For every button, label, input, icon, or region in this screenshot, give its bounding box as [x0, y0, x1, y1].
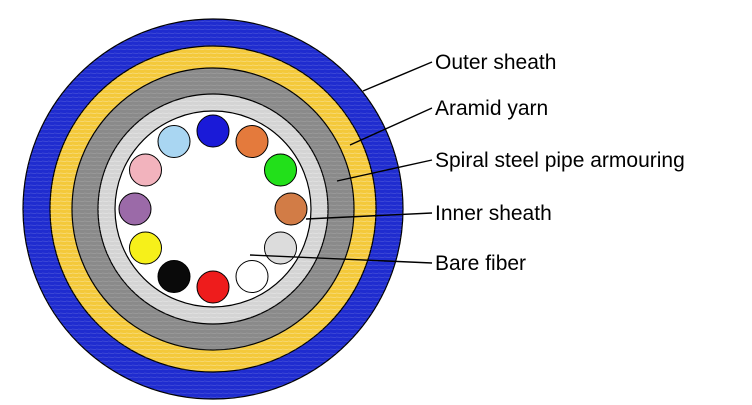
aramid-yarn-label: Aramid yarn — [435, 97, 548, 120]
blue-fiber — [196, 114, 230, 148]
rose-fiber — [129, 153, 162, 187]
aqua-fiber — [157, 125, 191, 158]
fiber-bundle — [118, 114, 308, 304]
cable-rings — [22, 18, 404, 400]
outer-sheath-leader — [362, 61, 433, 92]
leader-lines — [249, 61, 433, 264]
aramid-yarn-leader — [349, 107, 433, 146]
inner-sheath-label: Inner sheath — [435, 202, 552, 225]
orange-fiber — [235, 125, 269, 158]
red-fiber — [196, 270, 230, 304]
bare-fiber-leader — [249, 254, 433, 264]
yellow-fiber — [129, 231, 162, 265]
core-area — [114, 110, 312, 308]
armouring-leader — [336, 159, 433, 182]
green-fiber — [264, 153, 297, 187]
black-fiber — [157, 260, 191, 293]
armouring-label: Spiral steel pipe armouring — [435, 149, 685, 172]
labels: Outer sheath Aramid yarn Spiral steel pi… — [435, 51, 685, 275]
inner-sheath-leader — [305, 212, 433, 220]
outer-sheath-label: Outer sheath — [435, 51, 556, 74]
violet-fiber — [118, 192, 152, 226]
bare-fiber-label: Bare fiber — [435, 252, 526, 275]
white-fiber — [264, 231, 297, 265]
bare-fiber — [235, 260, 269, 293]
brown-fiber — [274, 192, 308, 226]
